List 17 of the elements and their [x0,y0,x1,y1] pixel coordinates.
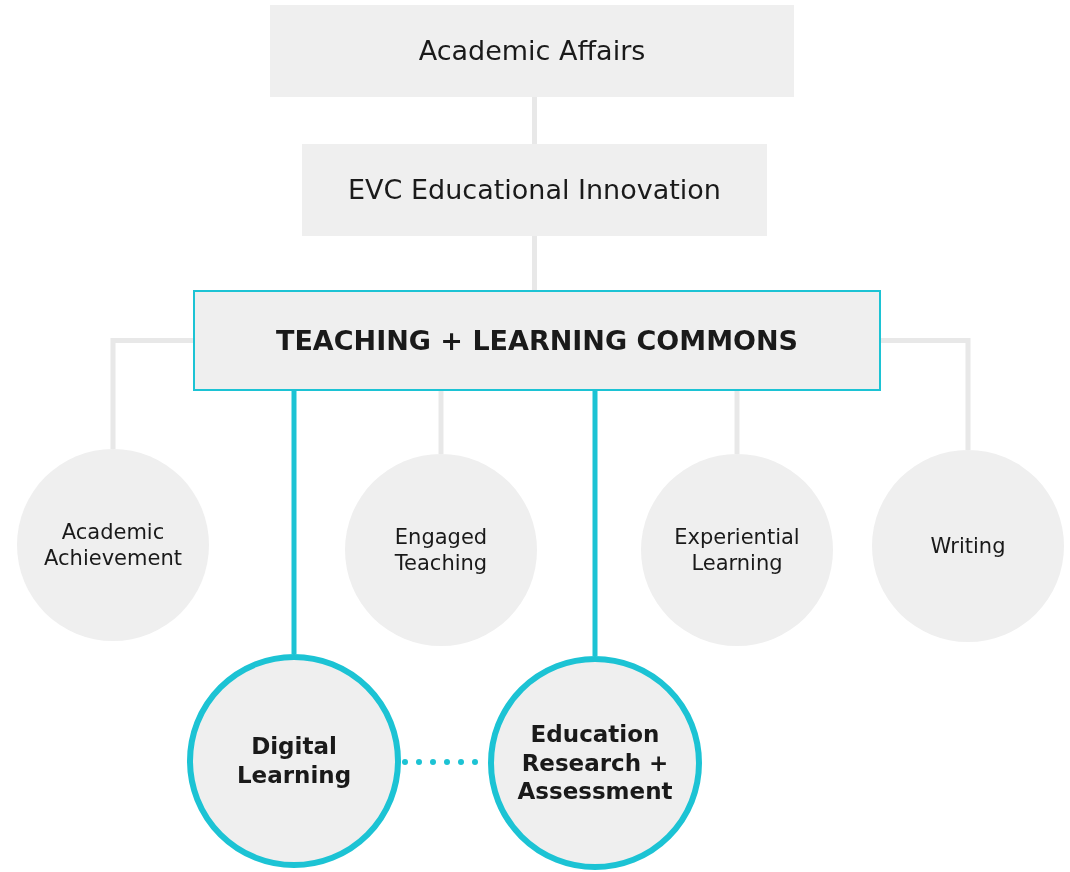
node-label: Digital Learning [235,732,353,790]
department-box [193,290,881,391]
connector-line [532,236,537,290]
connector-line [592,391,598,656]
node-label: Experiential Learning [673,523,801,577]
node-label: Writing [930,532,1006,560]
node-label: EVC Educational Innovation [348,173,721,207]
node-label: Academic Affairs [418,34,646,68]
connector-line [881,338,971,450]
connector-line [291,391,297,654]
node-label: TEACHING + LEARNING COMMONS [276,323,798,358]
connector-line [438,391,444,454]
connector-line [734,391,740,454]
node-label: Academic Achievement [43,518,183,572]
node-label: Education Research + Assessment [516,719,674,807]
node-label: Engaged Teaching [393,523,489,577]
connector-line [110,338,193,449]
